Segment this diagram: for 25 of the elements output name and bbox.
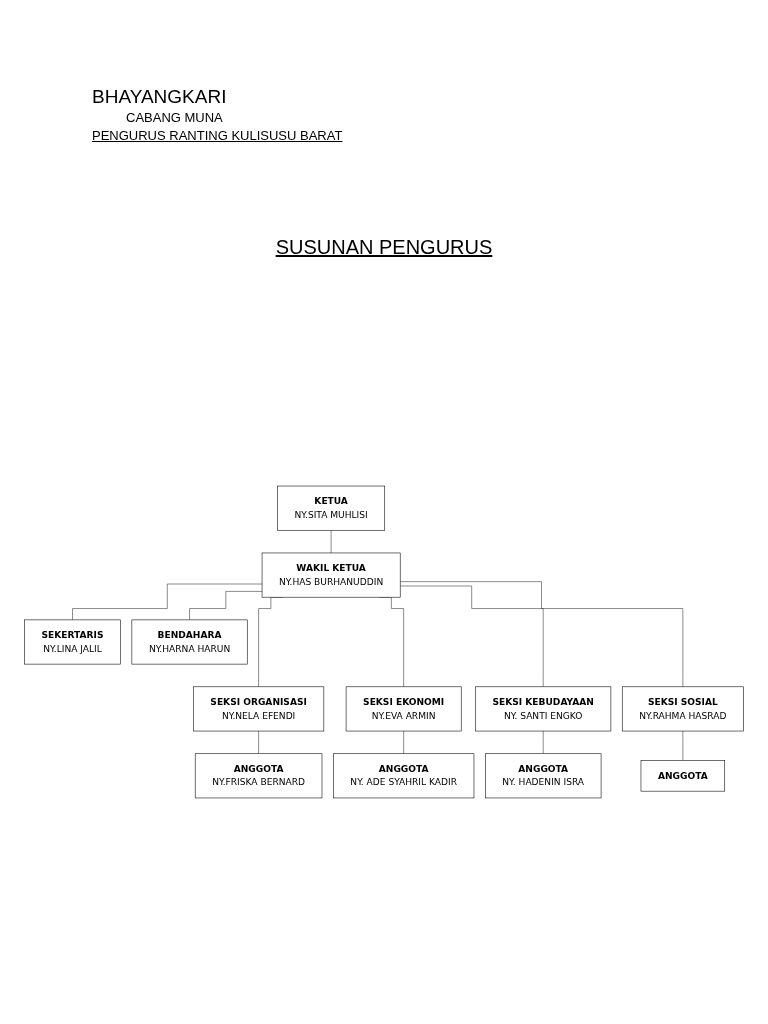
connector bbox=[399, 585, 544, 688]
branch-name: CABANG MUNA bbox=[126, 110, 223, 125]
connector bbox=[399, 581, 684, 688]
node-box: SEKSI SOSIAL NY.RAHMA HASRAD bbox=[621, 686, 744, 732]
node-box: WAKIL KETUA NY.HAS BURHANUDDIN bbox=[261, 552, 401, 598]
node-box: ANGGOTA NY. HADENIN ISRA bbox=[485, 753, 602, 799]
node-box: SEKSI EKONOMI NY.EVA ARMIN bbox=[345, 686, 462, 732]
node-box: SEKSI ORGANISASI NY.NELA EFENDI bbox=[193, 686, 325, 732]
connector bbox=[72, 583, 263, 621]
connector bbox=[682, 730, 684, 761]
node-box: SEKERTARIS NY.LINA JALIL bbox=[24, 619, 121, 665]
subtitle: PENGURUS RANTING KULISUSU BARAT bbox=[92, 128, 343, 143]
node-box: ANGGOTA NY.FRISKA BERNARD bbox=[194, 753, 323, 799]
node-box: SEKSI KEBUDAYAAN NY. SANTI ENGKO bbox=[475, 686, 612, 732]
connector bbox=[542, 730, 544, 754]
connector bbox=[258, 730, 259, 754]
node-box: ANGGOTA NY. ADE SYAHRIL KADIR bbox=[333, 753, 475, 799]
node-box: BENDAHARA NY.HARNA HARUN bbox=[131, 619, 248, 665]
connector bbox=[330, 530, 332, 554]
connector bbox=[403, 730, 404, 754]
node-box: ANGGOTA bbox=[640, 760, 726, 792]
node-box: KETUA NY.SITA MUHLISI bbox=[277, 485, 386, 531]
connector bbox=[189, 591, 263, 621]
chart-title: SUSUNAN PENGURUS bbox=[274, 236, 494, 259]
organization-name: BHAYANGKARI bbox=[92, 86, 227, 108]
